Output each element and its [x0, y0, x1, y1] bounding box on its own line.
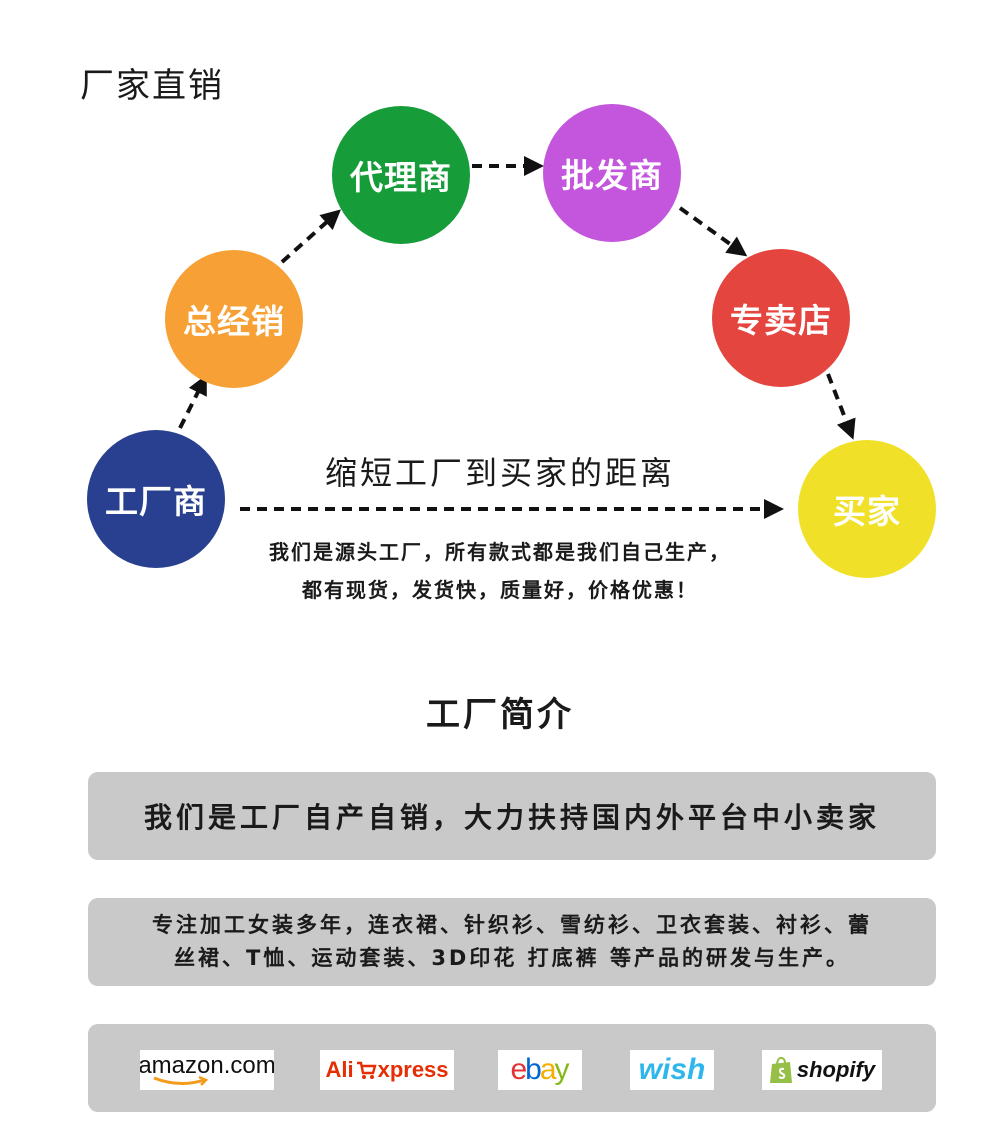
shopping-cart-icon: [356, 1061, 377, 1079]
node-buyer-label: 买家: [833, 492, 901, 531]
shopify-logo-text: shopify: [796, 1057, 876, 1082]
intro-panel-products-line-2: 丝裙、T恤、运动套装、3D印花 打底裤 等产品的研发与生产。: [174, 946, 850, 970]
page-title: 厂家直销: [80, 66, 224, 106]
ebay-logo: e b a y: [498, 1050, 582, 1090]
arrow-wholesaler-to-store: [678, 206, 748, 257]
amazon-logo-text: amazon.com: [140, 1052, 274, 1079]
arrow-distributor-to-agent: [280, 209, 341, 264]
node-factory: 工厂商: [87, 430, 225, 568]
flow-description-line-1: 我们是源头工厂，所有款式都是我们自己生产，: [269, 540, 731, 564]
ebay-logo-b: b: [525, 1053, 542, 1086]
ebay-logo-a: a: [539, 1053, 557, 1086]
intro-panel-products-line-1: 专注加工女装多年，连衣裙、针织衫、雪纺衫、卫衣套装、衬衫、蕾: [152, 913, 872, 937]
flow-description-line-2: 都有现货，发货快，质量好，价格优惠！: [302, 578, 698, 602]
node-store: 专卖店: [712, 249, 850, 387]
node-wholesaler-label: 批发商: [561, 156, 663, 195]
arrow-store-to-buyer: [826, 373, 856, 440]
wish-logo-text: wish: [638, 1053, 706, 1086]
arrow-factory-to-distributor: [178, 374, 207, 429]
node-wholesaler: 批发商: [543, 104, 681, 242]
flow-caption: 缩短工厂到买家的距离: [324, 454, 675, 492]
flow-arrows: [178, 156, 856, 519]
node-general-distributor: 总经销: [165, 250, 303, 388]
amazon-smile-icon: [153, 1076, 205, 1085]
node-general-distributor-label: 总经销: [183, 302, 285, 341]
ebay-logo-e: e: [510, 1053, 527, 1086]
amazon-logo: amazon.com: [140, 1050, 274, 1090]
node-factory-label: 工厂商: [105, 482, 207, 521]
intro-panel-slogan: 我们是工厂自产自销，大力扶持国内外平台中小卖家: [88, 772, 936, 860]
node-agent: 代理商: [332, 106, 470, 244]
node-agent-label: 代理商: [350, 158, 452, 197]
intro-panel-products: 专注加工女装多年，连衣裙、针织衫、雪纺衫、卫衣套装、衬衫、蕾 丝裙、T恤、运动套…: [88, 898, 936, 986]
intro-panel-slogan-text: 我们是工厂自产自销，大力扶持国内外平台中小卖家: [143, 801, 880, 834]
node-buyer: 买家: [798, 440, 936, 578]
aliexpress-logo: Ali xpress: [320, 1050, 454, 1090]
node-store-label: 专卖店: [730, 301, 832, 340]
aliexpress-logo-xpress: xpress: [377, 1057, 449, 1082]
shopping-bag-icon: [769, 1056, 792, 1083]
aliexpress-logo-ali: Ali: [325, 1057, 354, 1082]
section-title: 工厂简介: [426, 695, 574, 735]
ebay-logo-y: y: [554, 1053, 570, 1086]
wish-logo: wish: [630, 1050, 714, 1090]
shopify-logo: shopify: [762, 1050, 882, 1090]
